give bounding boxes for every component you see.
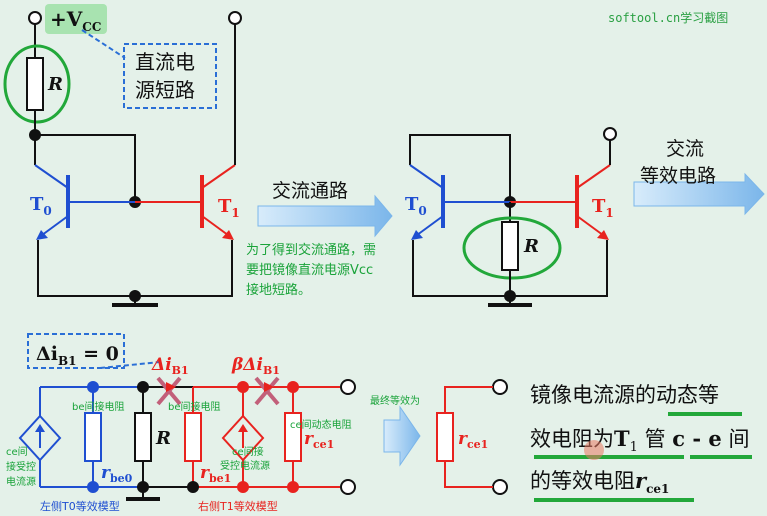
delta-ib1-label: ΔiB1 bbox=[151, 355, 189, 377]
small-signal-model: ΔiB1 = 0 rbe0 R bbox=[6, 333, 356, 513]
resistor-rbe0 bbox=[84, 412, 102, 462]
label-left-model: 左侧T0等效模型 bbox=[40, 499, 120, 513]
resistor-rce1-final bbox=[436, 412, 454, 462]
watermark-text: softool.cn学习截图 bbox=[608, 10, 728, 25]
label-ce-left-2: 接受控 bbox=[6, 460, 36, 473]
note-line-1: 为了得到交流通路，需 bbox=[246, 242, 376, 258]
label-ce-right-2: 受控电流源 bbox=[220, 459, 270, 472]
arrow-ac-equivalent-line1: 交流 bbox=[666, 138, 704, 160]
arrow-ac-path: 交流通路 bbox=[257, 180, 393, 238]
highlight-ellipse-r-ac bbox=[462, 216, 562, 280]
label-be-left: be间接电阻 bbox=[72, 400, 125, 413]
label-ce-left-1: ce间 bbox=[6, 445, 28, 458]
resistor-r-label: R bbox=[47, 74, 63, 95]
final-terminal-bottom bbox=[492, 479, 508, 495]
output-terminal-1 bbox=[228, 11, 242, 25]
callout-dc-short-box bbox=[123, 43, 217, 109]
current-mirror-dc-circuit: +VCC R 直流电 源短路 T0 T1 bbox=[3, 4, 242, 307]
vcc-terminal bbox=[28, 11, 42, 25]
beta-delta-ib1-label: βΔiB1 bbox=[231, 355, 280, 377]
delta-ib1-zero-box bbox=[27, 333, 125, 369]
highlight-ellipse-r bbox=[3, 44, 71, 124]
label-ce-left-3: 电流源 bbox=[6, 475, 36, 488]
label-right-model: 右侧T1等效模型 bbox=[198, 499, 278, 513]
resistor-r-top bbox=[26, 57, 44, 111]
conclusion-line3: 的等效电阻rce1 bbox=[530, 468, 669, 496]
note-text: 为了得到交流通路，需 要把镜像直流电源Vcc 接地短路。 bbox=[246, 242, 376, 298]
resistor-r-model-label: R bbox=[155, 428, 171, 449]
conclusion-line1: 镜像电流源的动态等 bbox=[530, 383, 719, 407]
arrow-ac-path-label: 交流通路 bbox=[272, 180, 348, 202]
rce1-final-label: rce1 bbox=[458, 429, 488, 451]
label-final-equiv: 最终等效为 bbox=[370, 394, 420, 407]
pointer-dot bbox=[584, 440, 604, 460]
resistor-r-ac bbox=[501, 221, 519, 271]
output-terminal-2 bbox=[603, 127, 617, 141]
callout-dc-short-line2: 源短路 bbox=[135, 78, 195, 102]
arrow-ac-equivalent-line2: 等效电路 bbox=[640, 165, 716, 187]
conclusion-text: 镜像电流源的动态等 效电阻为T1 管 c - e 间 的等效电阻rce1 bbox=[530, 383, 752, 502]
vcc-label: +VCC bbox=[50, 7, 101, 34]
callout-dc-short-line1: 直流电 bbox=[135, 50, 195, 74]
vcc-label-box bbox=[45, 4, 107, 34]
current-mirror-ac-circuit: T0 T1 R bbox=[405, 127, 617, 307]
rce1-label: rce1 bbox=[304, 429, 334, 451]
label-ce-dyn: ce间动态电阻 bbox=[290, 418, 352, 431]
t1-label-ac: T1 bbox=[592, 196, 614, 220]
t1-label: T1 bbox=[218, 196, 240, 220]
final-terminal-top bbox=[492, 379, 508, 395]
delta-ib1-zero: ΔiB1 = 0 bbox=[36, 343, 119, 368]
resistor-r-ac-label: R bbox=[523, 236, 539, 257]
t0-label: T0 bbox=[30, 194, 52, 218]
rbe1-label: rbe1 bbox=[200, 463, 231, 485]
conclusion-line2: 效电阻为T1 管 c - e 间 bbox=[530, 426, 749, 455]
model-terminal-bottom bbox=[340, 479, 356, 495]
arrow-final-equivalent: 最终等效为 bbox=[370, 394, 421, 467]
label-be-right: be间接电阻 bbox=[168, 400, 221, 413]
note-line-2: 要把镜像直流电源Vcc bbox=[246, 263, 373, 278]
model-terminal-top bbox=[340, 379, 356, 395]
label-ce-right-1: ce间接 bbox=[232, 445, 264, 458]
rbe0-label: rbe0 bbox=[101, 463, 133, 485]
final-rce1-circuit: rce1 bbox=[436, 379, 508, 495]
t0-label-ac: T0 bbox=[405, 194, 427, 218]
note-line-3: 接地短路。 bbox=[246, 282, 311, 298]
resistor-r-model bbox=[134, 412, 152, 462]
arrow-ac-equivalent: 交流 等效电路 bbox=[633, 138, 765, 216]
resistor-rbe1 bbox=[184, 412, 202, 462]
